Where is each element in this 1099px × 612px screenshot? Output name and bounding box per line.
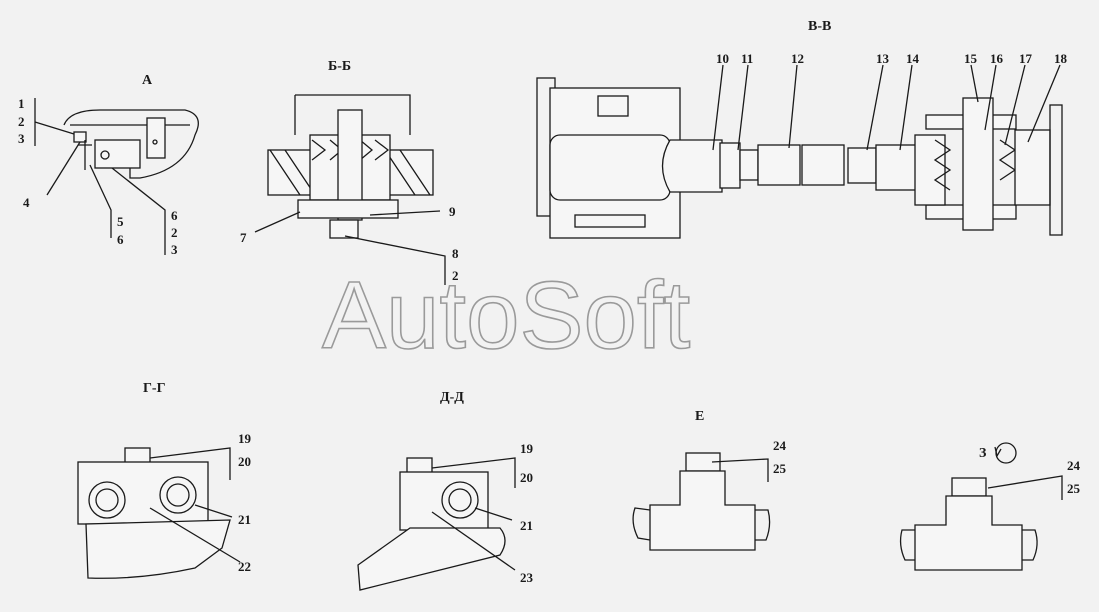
- callout-10: 10: [716, 51, 729, 66]
- callout-2c: 2: [452, 268, 459, 283]
- callout-3: 3: [18, 131, 25, 146]
- callout-3b: 3: [171, 242, 178, 257]
- view-a-title: А: [142, 73, 153, 88]
- callout-20: 20: [238, 454, 251, 469]
- view-e: Е 24 25: [632, 409, 787, 551]
- view-vv: В-В 10 11 12 13 14 15 16 17 18: [536, 19, 1068, 239]
- callout-9: 9: [449, 204, 456, 219]
- view-e-tee: [649, 470, 756, 551]
- callout-25b: 25: [1067, 481, 1081, 496]
- callout-24b: 24: [1067, 458, 1081, 473]
- view-vv-title: В-В: [808, 19, 831, 34]
- view-a-bracket: [146, 117, 166, 159]
- view-e-title: Е: [695, 409, 704, 424]
- view-gg-title: Г-Г: [143, 381, 166, 396]
- view-vv-hose-end: [549, 134, 671, 201]
- view-dd-title: Д-Д: [440, 390, 464, 405]
- callout-4: 4: [23, 195, 30, 210]
- view-bb: Б-Б 9 7 8 2: [240, 59, 459, 285]
- callout-20b: 20: [520, 470, 533, 485]
- callout-19: 19: [238, 431, 252, 446]
- watermark: AutoSoft: [322, 262, 690, 369]
- callout-1: 1: [18, 96, 25, 111]
- view-gg: Г-Г 19 20 21 22: [77, 381, 252, 579]
- view-gg-block: [77, 461, 209, 525]
- view-a-housing: [63, 109, 199, 179]
- callout-15: 15: [964, 51, 978, 66]
- callout-22: 22: [238, 559, 251, 574]
- callout-21: 21: [238, 512, 251, 527]
- callout-13: 13: [876, 51, 890, 66]
- callout-5: 5: [117, 214, 124, 229]
- view-a: А 1 2 3 4 5 6 6 2 3: [18, 73, 199, 257]
- callout-14: 14: [906, 51, 920, 66]
- view-bb-plate: [297, 199, 399, 219]
- view-dd-block: [399, 471, 489, 531]
- callout-6: 6: [117, 232, 124, 247]
- view-bb-title: Б-Б: [328, 59, 351, 74]
- callout-2b: 2: [171, 225, 178, 240]
- view-vv-pin: [962, 97, 994, 231]
- callout-17: 17: [1019, 51, 1033, 66]
- callout-24: 24: [773, 438, 787, 453]
- view-vv-hose: [661, 139, 723, 193]
- callout-2: 2: [18, 114, 25, 129]
- view-z: З 24 25: [899, 442, 1081, 571]
- callout-6b: 6: [171, 208, 178, 223]
- view-dd: Д-Д 19 20 21 23: [357, 390, 534, 591]
- callout-7: 7: [240, 230, 247, 245]
- view-bb-nut: [329, 219, 359, 239]
- callout-18: 18: [1054, 51, 1068, 66]
- view-z-tee: [914, 495, 1023, 571]
- callout-12: 12: [791, 51, 804, 66]
- view-a-clamp: [94, 139, 141, 169]
- callout-23: 23: [520, 570, 534, 585]
- callout-8: 8: [452, 246, 459, 261]
- callout-21b: 21: [520, 518, 533, 533]
- callout-16: 16: [990, 51, 1004, 66]
- view-vv-coupling: [757, 144, 801, 186]
- callout-19b: 19: [520, 441, 534, 456]
- view-z-title: З: [979, 446, 986, 461]
- callout-11: 11: [741, 51, 753, 66]
- callout-25: 25: [773, 461, 787, 476]
